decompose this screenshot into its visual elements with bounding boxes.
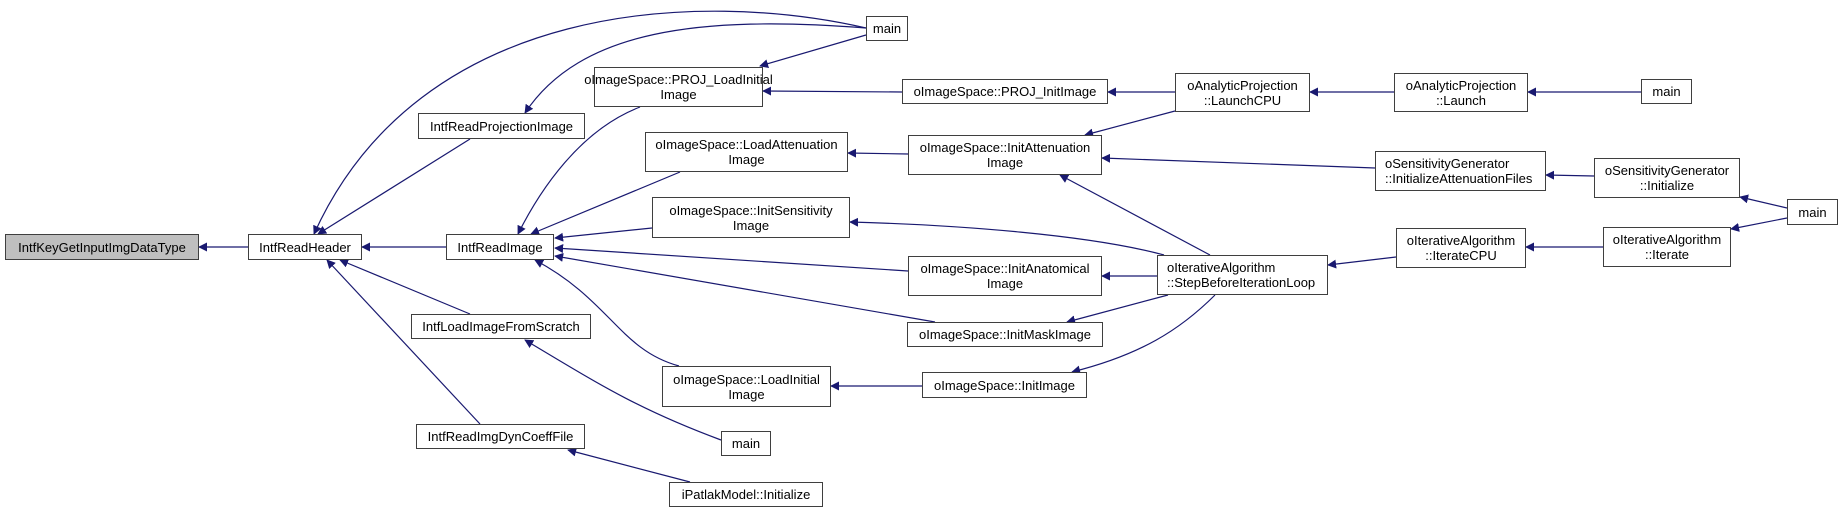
call-edge-n22-to-n19 <box>1327 256 1397 269</box>
node-iterate[interactable]: oIterativeAlgorithm ::Iterate <box>1603 227 1731 267</box>
node-load-initial-image[interactable]: oImageSpace::LoadInitial Image <box>662 366 831 407</box>
call-edge-n14-to-n8 <box>847 148 909 158</box>
call-edge-n21-to-n14 <box>1101 153 1376 169</box>
node-sensitivity-generator-initialize[interactable]: oSensitivityGenerator ::Initialize <box>1594 158 1740 198</box>
node-analytic-projection-launch-cpu[interactable]: oAnalyticProjection ::LaunchCPU <box>1175 73 1310 112</box>
node-analytic-projection-launch[interactable]: oAnalyticProjection ::Launch <box>1394 73 1528 112</box>
node-main-top[interactable]: main <box>866 16 908 41</box>
node-iterate-cpu[interactable]: oIterativeAlgorithm ::IterateCPU <box>1396 228 1526 268</box>
node-init-attenuation-image[interactable]: oImageSpace::InitAttenuation Image <box>908 135 1102 175</box>
call-edge-n15-to-n3 <box>554 244 909 272</box>
call-edge-n6-to-n1 <box>313 10 867 235</box>
call-edge-n26-to-n24 <box>1739 194 1788 209</box>
call-edge-n19-to-n9 <box>849 217 1165 256</box>
node-main-right[interactable]: main <box>1641 79 1692 104</box>
call-edge-n10-to-n3 <box>534 259 680 367</box>
call-edge-n19-to-n14 <box>1059 174 1211 256</box>
call-edge-n24-to-n21 <box>1545 170 1595 180</box>
call-edge-n6-to-n2 <box>524 23 867 114</box>
node-intf-read-image[interactable]: IntfReadImage <box>446 234 554 260</box>
node-init-sensitivity-image[interactable]: oImageSpace::InitSensitivity Image <box>652 197 850 238</box>
node-main-far-right[interactable]: main <box>1787 199 1838 225</box>
call-edge-n11-to-n4 <box>524 339 722 441</box>
call-edge-n12-to-n5 <box>567 447 691 483</box>
node-ipatlak-model-initialize[interactable]: iPatlakModel::Initialize <box>669 482 823 507</box>
node-init-image[interactable]: oImageSpace::InitImage <box>922 372 1087 398</box>
node-intf-load-image-from-scratch[interactable]: IntfLoadImageFromScratch <box>411 314 591 339</box>
call-edge-n5-to-n1 <box>326 259 481 425</box>
call-edge-n2-to-n1 <box>317 138 471 235</box>
call-edge-n9-to-n3 <box>554 227 653 242</box>
call-edge-n7-to-n3 <box>517 106 641 235</box>
call-edge-n26-to-n25 <box>1730 217 1788 232</box>
node-intf-read-projection-image[interactable]: IntfReadProjectionImage <box>418 113 585 139</box>
call-edge-n4-to-n1 <box>339 258 471 315</box>
node-step-before-iteration-loop[interactable]: oIterativeAlgorithm ::StepBeforeIteratio… <box>1157 255 1328 295</box>
node-load-attenuation-image[interactable]: oImageSpace::LoadAttenuation Image <box>645 132 848 172</box>
call-edge-n8-to-n3 <box>530 171 681 236</box>
node-intf-read-img-dyn-coeff-file[interactable]: IntfReadImgDynCoeffFile <box>416 424 585 449</box>
call-edge-n16-to-n3 <box>554 252 936 323</box>
call-edge-n6-to-n7 <box>759 34 867 69</box>
node-proj-init-image[interactable]: oImageSpace::PROJ_InitImage <box>902 79 1108 104</box>
node-main-lower[interactable]: main <box>721 431 771 456</box>
call-edge-n13-to-n7 <box>762 86 903 96</box>
node-initialize-attenuation-files[interactable]: oSensitivityGenerator ::InitializeAttenu… <box>1375 151 1546 191</box>
node-init-anatomical-image[interactable]: oImageSpace::InitAnatomical Image <box>908 256 1102 296</box>
node-intf-key-get-input-img-data-type: IntfKeyGetInputImgDataType <box>5 234 199 260</box>
node-proj-load-initial-image[interactable]: oImageSpace::PROJ_LoadInitial Image <box>584 67 773 107</box>
node-intf-read-header[interactable]: IntfReadHeader <box>248 234 362 260</box>
node-init-mask-image[interactable]: oImageSpace::InitMaskImage <box>907 322 1103 347</box>
call-edge-n19-to-n17 <box>1071 294 1216 375</box>
call-edge-n19-to-n16 <box>1066 294 1169 325</box>
call-edge-n18-to-n14 <box>1084 110 1176 138</box>
